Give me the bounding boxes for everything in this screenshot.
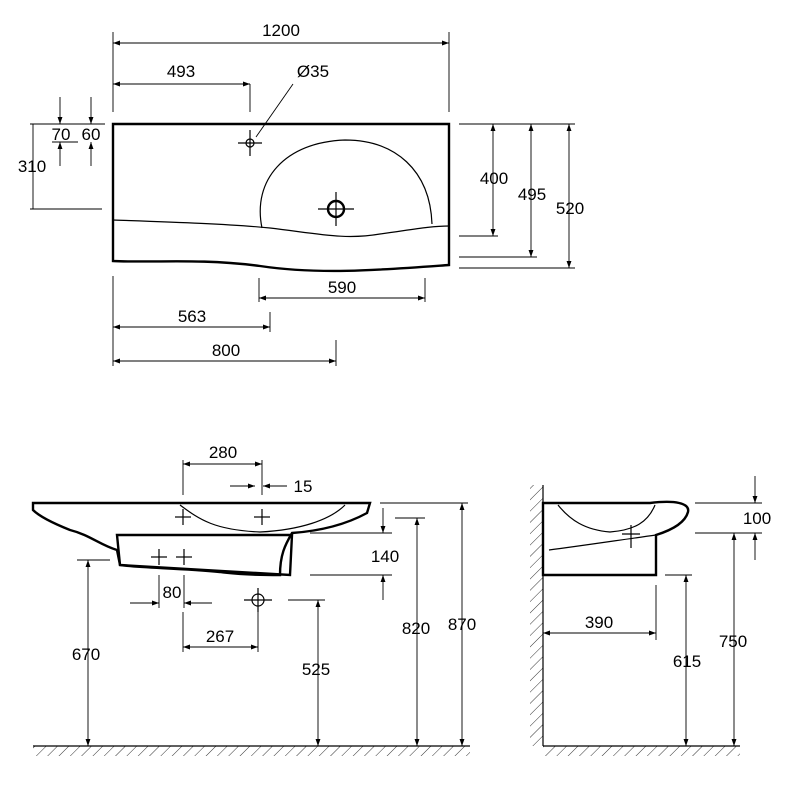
drain-symbol-top: [318, 192, 354, 226]
dim-493-label: 493: [167, 62, 195, 81]
tap-hole-symbol: [238, 83, 294, 156]
dim-100-label: 100: [743, 509, 771, 528]
dim-390-label: 390: [585, 613, 613, 632]
top-view-outline: [111, 122, 451, 273]
dim-525-label: 525: [302, 660, 330, 679]
dim-310-label: 310: [18, 157, 46, 176]
side-view: 100 390 615 750: [530, 476, 771, 756]
dim-563-label: 563: [178, 307, 206, 326]
side-cross-mark: [622, 525, 640, 548]
top-view-inner-edge: [112, 219, 450, 238]
dim-tap-hole-label: Ø35: [297, 62, 329, 81]
side-view-outline: [541, 500, 690, 577]
dim-1200-label: 1200: [262, 21, 300, 40]
floor-hatch-side: [543, 746, 740, 756]
dim-267-label: 267: [206, 627, 234, 646]
dim-800-label: 800: [212, 341, 240, 360]
wall-hatch: [530, 485, 543, 746]
front-view: 280 15 140 80 267 670 525 820: [31, 443, 476, 756]
front-cross-marks: [151, 509, 272, 612]
side-view-bowl: [557, 504, 656, 533]
dim-590-label: 590: [328, 278, 356, 297]
front-view-outline: [31, 501, 372, 577]
dim-750-label: 750: [719, 632, 747, 651]
dim-70-label: 70: [52, 125, 71, 144]
dim-615-label: 615: [673, 652, 701, 671]
dim-870-label: 870: [448, 615, 476, 634]
dim-400-label: 400: [480, 169, 508, 188]
top-view: 1200 493 Ø35 70 60 310 400 495 520: [18, 21, 584, 366]
dim-670-label: 670: [72, 645, 100, 664]
dim-280-label: 280: [209, 443, 237, 462]
floor-hatch-front: [33, 746, 470, 756]
dim-140-label: 140: [371, 547, 399, 566]
dim-820-label: 820: [402, 619, 430, 638]
top-view-bowl: [259, 139, 433, 229]
front-view-bowl: [179, 504, 346, 533]
dim-495-label: 495: [518, 185, 546, 204]
front-view-body: [115, 533, 294, 577]
dim-80-label: 80: [163, 583, 182, 602]
side-view-ledge: [548, 534, 657, 551]
dim-520-label: 520: [556, 199, 584, 218]
dim-60-label: 60: [82, 125, 101, 144]
dim-15-label: 15: [294, 477, 313, 496]
